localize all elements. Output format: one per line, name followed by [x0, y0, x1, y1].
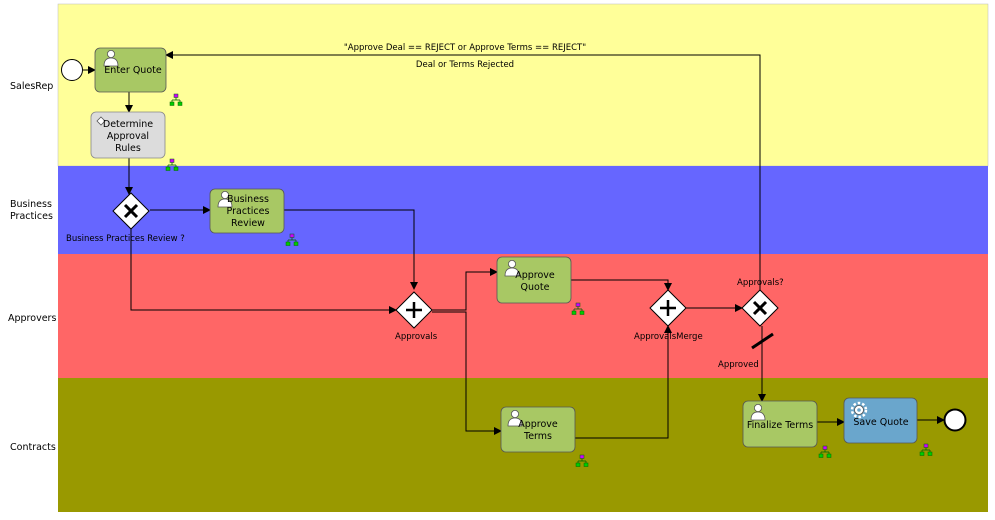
lane-label: SalesRep	[10, 81, 53, 92]
task-label: Save Quote	[853, 417, 908, 428]
gateway-approvals[interactable]	[395, 291, 433, 329]
flow-approve-quote-to-merge[interactable]	[571, 279, 672, 291]
lane-contracts: Contracts	[10, 378, 988, 512]
lane-salesrep: SalesRep	[10, 3, 989, 167]
flow-rejected-to-enter-quote[interactable]	[165, 51, 761, 290]
gear-icon	[850, 401, 868, 419]
parallel-plus-icon	[406, 302, 422, 318]
task-box	[500, 406, 576, 453]
task-label: Enter Quote	[104, 65, 162, 76]
flow-bp-gateway-to-approvals[interactable]	[130, 228, 397, 314]
approved-flow-label: Approved	[718, 360, 759, 370]
flow-approve-terms-to-merge[interactable]	[575, 325, 672, 439]
exclusive-x-icon	[123, 203, 139, 219]
task-label: Finalize Terms	[747, 420, 813, 431]
gateway-approvals-check[interactable]	[741, 289, 779, 327]
task-enter-quote[interactable]: Enter Quote	[94, 47, 167, 93]
task-save-quote[interactable]: Save Quote	[843, 397, 918, 444]
gateway-label: ApprovalsMerge	[634, 332, 703, 342]
task-finalize-terms[interactable]: Finalize Terms	[742, 400, 818, 448]
task-box	[90, 111, 166, 159]
reject-flow-label: Deal or Terms Rejected	[416, 60, 514, 70]
flow-approvals-to-approve-quote[interactable]	[432, 268, 498, 311]
end-event[interactable]	[943, 408, 967, 432]
gateway-label: Business Practices Review ?	[66, 234, 185, 244]
lane-band	[57, 3, 989, 167]
reject-condition-label: "Approve Deal == REJECT or Approve Terms…	[344, 43, 586, 53]
lane-label-column	[0, 0, 58, 520]
default-flow-marker	[751, 332, 774, 350]
gateway-approvals-merge[interactable]	[649, 289, 687, 327]
lane-label: Approvers	[8, 313, 56, 324]
start-event[interactable]	[61, 59, 83, 81]
gateway-label: Approvals?	[737, 278, 784, 288]
flow-approvals-to-approve-terms[interactable]	[432, 311, 502, 435]
parallel-plus-icon	[660, 300, 676, 316]
flow-bp-review-to-approvals[interactable]	[284, 209, 418, 290]
gateway-business-practices-review[interactable]	[112, 192, 150, 230]
sequence-flows	[83, 51, 945, 439]
gateway-label: Approvals	[395, 332, 438, 342]
exclusive-x-icon	[752, 300, 768, 316]
rule-marker-icon	[96, 116, 106, 126]
lane-label: Contracts	[10, 442, 56, 453]
